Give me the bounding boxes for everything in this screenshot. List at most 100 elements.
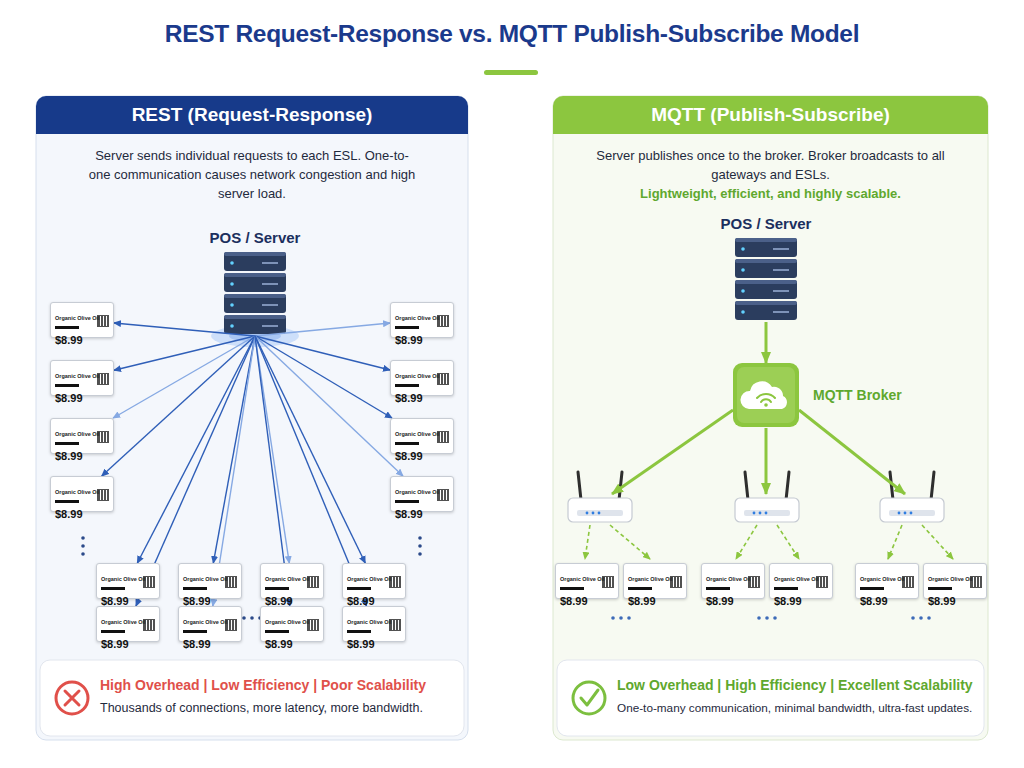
tag-body: Organic Olive Oil$8.99 (556, 564, 618, 612)
tag-bar (265, 587, 289, 590)
esl-tag: Organic Olive Oil$8.99 (390, 476, 454, 512)
summary-heading: Low Overhead | High Efficiency | Excelle… (617, 676, 973, 695)
tag-body: Organic Olive Oil$8.99 (51, 419, 113, 467)
tag-body: Organic Olive Oil$8.99 (343, 607, 405, 655)
summary-text: One-to-many communication, minimal bandw… (617, 700, 972, 716)
connector (765, 322, 768, 363)
tag-body: Organic Olive Oil $8.99 (624, 564, 686, 612)
esl-tag: Organic Olive Oil$8.99 (342, 563, 406, 599)
product-name: Organic Olive Oil (55, 373, 100, 380)
tag-body: Organic Olive Oil$8.99 (343, 564, 405, 612)
product-name: Organic Olive Oil (395, 489, 440, 496)
esl-tag: Organic Olive Oil$8.99 (623, 563, 687, 599)
price: $8.99 (395, 392, 423, 405)
server-icon (224, 252, 286, 334)
tag-bar (395, 500, 419, 503)
price: $8.99 (55, 334, 83, 347)
server-node: POS / Server (735, 238, 797, 322)
header-bar: REST (Request-Response) (36, 96, 468, 134)
highlight-text: Lightweight, efficient, and highly scala… (591, 184, 951, 203)
panel-heading: REST (Request-Response) (132, 104, 373, 126)
header-bar: MQTT (Publish-Subscribe) (553, 96, 988, 134)
esl-tag: Organic Olive Oil$8.99 (178, 606, 242, 642)
esl-tag: Organic Olive Oil$8.99 (701, 563, 765, 599)
summary-card: Low Overhead | High Efficiency | Excelle… (557, 660, 984, 736)
tag-bar (183, 587, 207, 590)
connector (102, 336, 255, 476)
tag-body: Organic Olive Oil$8.99 (179, 564, 241, 612)
price: $8.99 (860, 595, 888, 608)
server-label: POS / Server (721, 215, 812, 232)
tag-bar (55, 442, 79, 445)
tag-body: Organic Olive Oil$8.99 (51, 303, 113, 351)
esl-tag: Organic Olive Oil$8.99 (769, 563, 833, 599)
tag-body: Organic Olive Oil $8.99 (261, 607, 323, 655)
tag-bar (183, 630, 207, 633)
esl-tag: Organic Olive Oil$8.99 (50, 302, 114, 338)
description-text: Server sends individual requests to each… (87, 146, 417, 203)
server-node: POS / Server (224, 252, 286, 336)
esl-tag: Organic Olive Oil$8.99 (260, 563, 324, 599)
price: $8.99 (55, 508, 83, 521)
connector (255, 336, 390, 370)
tag-bar (774, 587, 798, 590)
price: $8.99 (183, 638, 211, 651)
esl-tag: Organic Olive Oil$8.99 (390, 418, 454, 454)
esl-tag: Organic Olive Oil$8.99 (178, 563, 242, 599)
broadcast-arrows (612, 410, 905, 494)
esl-tag: Organic Olive Oil$8.99 (555, 563, 619, 599)
product-name: Organic Olive Oil (347, 619, 392, 626)
price: $8.99 (928, 595, 956, 608)
tag-bar (347, 587, 371, 590)
tag-body: Organic Olive Oil $8.99 (391, 361, 453, 409)
panel: REST (Request-Response) Server sends indi… (36, 96, 468, 740)
panel-ground (553, 96, 988, 740)
price: $8.99 (628, 595, 656, 608)
product-name: Organic Olive Oil (395, 373, 440, 380)
tag-bar (860, 587, 884, 590)
panel: MQTT (Publish-Subscribe) Server publishes… (553, 96, 988, 740)
wifi-icon (764, 403, 768, 407)
panel-ground (36, 96, 468, 740)
tag-body: Organic Olive Oil $8.99 (924, 564, 986, 612)
tag-bar (628, 587, 652, 590)
price: $8.99 (706, 595, 734, 608)
esl-tag: Organic Olive Oil$8.99 (50, 418, 114, 454)
connector (255, 336, 365, 563)
product-name: Organic Olive Oil (395, 315, 440, 322)
tag-bar (55, 384, 79, 387)
product-name: Organic Olive Oil (774, 576, 819, 583)
price: $8.99 (395, 450, 423, 463)
product-name: Organic Olive Oil (628, 576, 673, 583)
price: $8.99 (395, 334, 423, 347)
product-name: Organic Olive Oil (347, 576, 392, 583)
tag-bar (928, 587, 952, 590)
tag-body: Organic Olive Oil$8.99 (51, 477, 113, 525)
ellipsis-dots (611, 616, 931, 620)
product-name: Organic Olive Oil (265, 619, 310, 626)
product-name: Organic Olive Oil (101, 576, 146, 583)
connector (255, 323, 390, 336)
connector (114, 323, 255, 336)
esl-tag: Organic Olive Oil$8.99 (96, 563, 160, 599)
tag-bar (265, 630, 289, 633)
product-name: Organic Olive Oil (928, 576, 973, 583)
tag-bar (395, 326, 419, 329)
tag-bar (101, 630, 125, 633)
description: Server publishes once to the broker. Bro… (591, 146, 951, 203)
card-ground (40, 660, 464, 736)
tag-body: Organic Olive Oil$8.99 (856, 564, 918, 612)
connector (255, 336, 403, 476)
cross-icon (56, 682, 88, 714)
description-text: Server publishes once to the broker. Bro… (591, 146, 951, 184)
check-icon (581, 690, 598, 705)
server-icon (735, 238, 797, 320)
tag-bar (395, 442, 419, 445)
price: $8.99 (265, 638, 293, 651)
product-name: Organic Olive Oil (101, 619, 146, 626)
tag-body: Organic Olive Oil $8.99 (770, 564, 832, 612)
price: $8.99 (774, 595, 802, 608)
product-name: Organic Olive Oil (265, 576, 310, 583)
price: $8.99 (101, 638, 129, 651)
